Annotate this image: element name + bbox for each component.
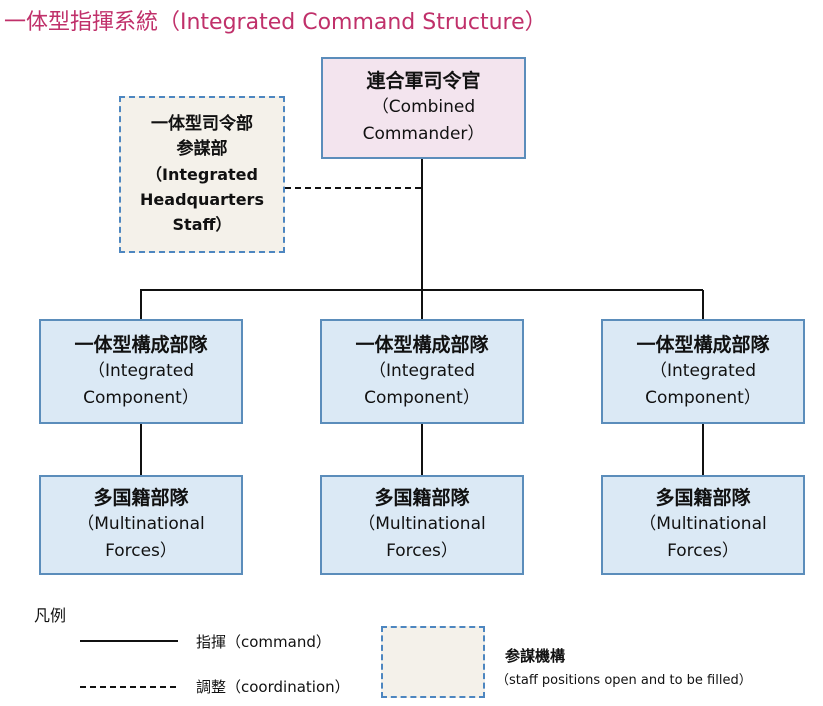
legend-staff-jp: 参謀機構 — [505, 647, 566, 665]
staff-en-1: （Integrated — [146, 165, 258, 184]
component-en-2: Component） — [645, 387, 761, 408]
component-jp: 一体型構成部隊 — [636, 333, 770, 356]
staff-en-2: Headquarters — [140, 190, 264, 209]
legend-coordination-label: 調整（coordination） — [196, 678, 350, 696]
staff-jp-2: 参謀部 — [176, 139, 228, 159]
forces-en-1: （Multinational — [358, 514, 486, 534]
multinational-forces-box-1: 多国籍部隊 （Multinational Forces） — [39, 475, 243, 575]
commander-jp: 連合軍司令官 — [366, 70, 481, 92]
integrated-component-box-3: 一体型構成部隊 （Integrated Component） — [601, 319, 805, 424]
forces-jp: 多国籍部隊 — [374, 487, 470, 509]
component-en-1: （Integrated — [368, 360, 476, 381]
forces-en-2: Forces） — [105, 541, 177, 561]
multinational-forces-box-3: 多国籍部隊 （Multinational Forces） — [601, 475, 805, 575]
component-en-1: （Integrated — [649, 360, 757, 381]
component-en-2: Component） — [83, 387, 199, 408]
forces-jp: 多国籍部隊 — [93, 487, 189, 509]
forces-en-2: Forces） — [667, 541, 739, 561]
integrated-component-box-1: 一体型構成部隊 （Integrated Component） — [39, 319, 243, 424]
legend-title: 凡例 — [34, 606, 67, 625]
legend-staff-en: （staff positions open and to be filled） — [496, 673, 752, 688]
component-jp: 一体型構成部隊 — [355, 333, 489, 356]
legend-staff-sample — [381, 626, 485, 698]
hq-staff-box: 一体型司令部 参謀部 （Integrated Headquarters Staf… — [119, 96, 285, 253]
component-en-2: Component） — [364, 387, 480, 408]
forces-en-1: （Multinational — [639, 514, 767, 534]
legend-command-label: 指揮（command） — [196, 633, 331, 651]
component-jp: 一体型構成部隊 — [74, 333, 208, 356]
multinational-forces-box-2: 多国籍部隊 （Multinational Forces） — [320, 475, 524, 575]
staff-en-3: Staff） — [172, 215, 232, 234]
forces-en-2: Forces） — [386, 541, 458, 561]
integrated-component-box-2: 一体型構成部隊 （Integrated Component） — [320, 319, 524, 424]
forces-en-1: （Multinational — [77, 514, 205, 534]
staff-jp-1: 一体型司令部 — [151, 114, 253, 134]
commander-en-1: （Combined — [371, 97, 476, 117]
forces-jp: 多国籍部隊 — [655, 487, 751, 509]
commander-en-2: Commander） — [362, 124, 485, 144]
combined-commander-box: 連合軍司令官 （Combined Commander） — [321, 57, 526, 159]
diagram-title: 一体型指揮系統（Integrated Command Structure） — [4, 10, 547, 35]
component-en-1: （Integrated — [87, 360, 195, 381]
